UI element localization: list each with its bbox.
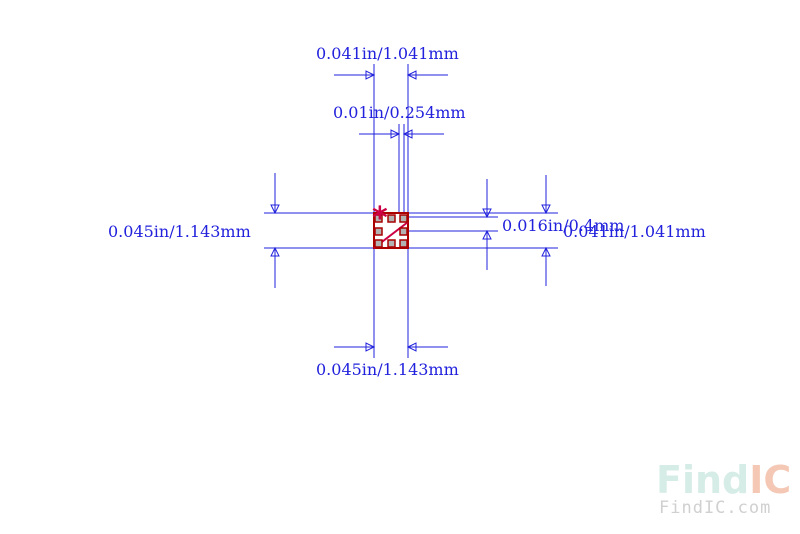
- watermark-logo: FindIC: [656, 458, 791, 502]
- pad: [399, 239, 408, 248]
- arrow-head: [482, 229, 492, 240]
- watermark-ic: IC: [749, 458, 791, 502]
- label-bottom-width: 0.045in/1.143mm: [316, 360, 459, 379]
- pad: [374, 227, 383, 236]
- package-footprint: [373, 212, 409, 249]
- pad: [399, 214, 408, 223]
- pad: [387, 214, 396, 223]
- findic-watermark: FindIC FindIC.com: [656, 458, 791, 518]
- arrow-head: [270, 246, 280, 257]
- watermark-find: Find: [656, 458, 749, 502]
- pin1-marker: *: [372, 201, 388, 236]
- extension-lines: [264, 64, 558, 358]
- arrow-head: [365, 342, 376, 352]
- watermark-site: FindIC.com: [659, 498, 771, 518]
- label-right-height: 0.041in/1.041mm: [563, 222, 706, 241]
- pad: [399, 227, 408, 236]
- pad: [374, 214, 383, 223]
- label-pitch: 0.01in/0.254mm: [333, 103, 466, 122]
- dimension-labels: 0.041in/1.041mm 0.01in/0.254mm 0.045in/1…: [108, 44, 706, 379]
- arrow-head: [390, 129, 401, 139]
- dimension-arrows: [270, 70, 551, 352]
- arrow-head: [541, 204, 551, 215]
- arrow-head: [406, 70, 417, 80]
- arrow-head: [365, 70, 376, 80]
- pad: [374, 239, 383, 248]
- label-pad-size: 0.016in/0.4mm: [502, 216, 624, 235]
- label-top-width: 0.041in/1.041mm: [316, 44, 459, 63]
- arrow-head: [270, 204, 280, 215]
- label-left-height: 0.045in/1.143mm: [108, 222, 251, 241]
- package-body-outline: [373, 212, 409, 249]
- arrow-head: [402, 129, 413, 139]
- arrow-head: [406, 342, 417, 352]
- pad: [387, 239, 396, 248]
- arrow-head: [541, 246, 551, 257]
- arrow-head: [482, 208, 492, 219]
